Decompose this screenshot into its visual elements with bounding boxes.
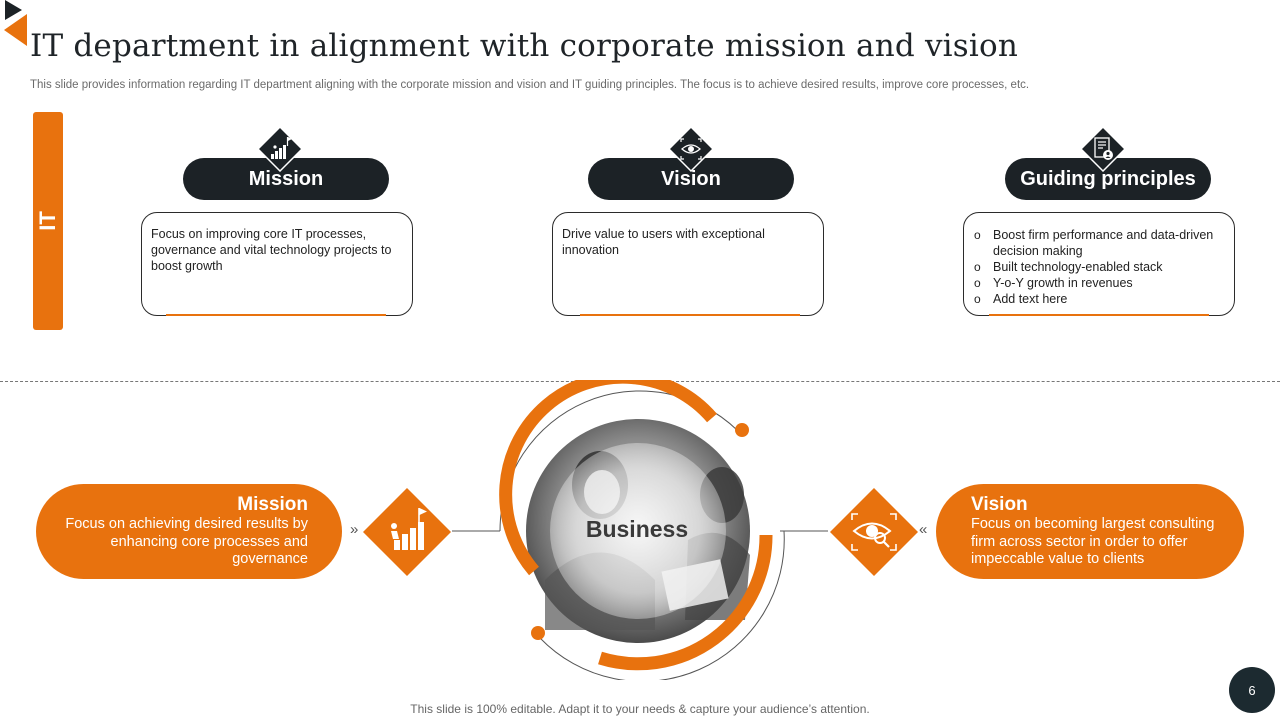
mission-card-text: Focus on improving core IT processes, go… xyxy=(151,227,392,273)
bottom-vision-heading: Vision xyxy=(971,494,1028,515)
bottom-mission-pill: Mission Focus on achieving desired resul… xyxy=(36,484,342,579)
list-item: Built technology-enabled stack xyxy=(973,259,1225,275)
eye-magnifier-icon xyxy=(830,488,918,576)
page-subtitle: This slide provides information regardin… xyxy=(30,79,1030,91)
page-number: 6 xyxy=(1248,682,1256,698)
guiding-principles-pill-label: Guiding principles xyxy=(1020,167,1196,190)
bottom-vision-pill: Vision Focus on becoming largest consult… xyxy=(936,484,1244,579)
it-side-label-wrap: IT xyxy=(33,112,63,330)
list-item: Add text here xyxy=(973,291,1225,307)
stairs-flag-icon xyxy=(363,488,451,576)
bottom-mission-heading: Mission xyxy=(237,494,308,515)
guiding-principles-pill: Guiding principles xyxy=(1005,158,1211,200)
eye-focus-icon xyxy=(668,126,714,172)
document-person-icon xyxy=(1080,126,1126,172)
mission-card: Focus on improving core IT processes, go… xyxy=(141,212,413,316)
mission-pill-label: Mission xyxy=(248,167,324,190)
page-title: IT department in alignment with corporat… xyxy=(30,28,1019,64)
right-chevron-icon: « xyxy=(919,521,928,538)
page-number-badge: 6 xyxy=(1229,667,1275,713)
it-side-bar xyxy=(33,112,63,330)
logo-arrows-icon xyxy=(4,0,27,46)
mission-card-accent xyxy=(166,314,386,316)
guiding-principles-card-accent xyxy=(989,314,1209,316)
business-ring-graphic xyxy=(452,380,828,680)
it-side-label: IT xyxy=(35,211,60,231)
footer-note: This slide is 100% editable. Adapt it to… xyxy=(410,702,870,716)
vision-pill-label: Vision xyxy=(661,167,721,190)
bottom-mission-text: Focus on achieving desired results by en… xyxy=(65,516,308,567)
vision-card: Drive value to users with exceptional in… xyxy=(552,212,824,316)
guiding-principles-list: Boost firm performance and data-driven d… xyxy=(973,227,1225,307)
list-item: Y-o-Y growth in revenues xyxy=(973,275,1225,291)
list-item: Boost firm performance and data-driven d… xyxy=(973,227,1225,259)
left-chevron-icon: » xyxy=(350,521,359,538)
vision-card-accent xyxy=(580,314,800,316)
vision-card-text: Drive value to users with exceptional in… xyxy=(562,227,765,257)
business-label: Business xyxy=(585,516,689,542)
bottom-vision-text: Focus on becoming largest consulting fir… xyxy=(971,516,1215,567)
stairs-flag-icon xyxy=(257,126,303,172)
guiding-principles-card: Boost firm performance and data-driven d… xyxy=(963,212,1235,316)
